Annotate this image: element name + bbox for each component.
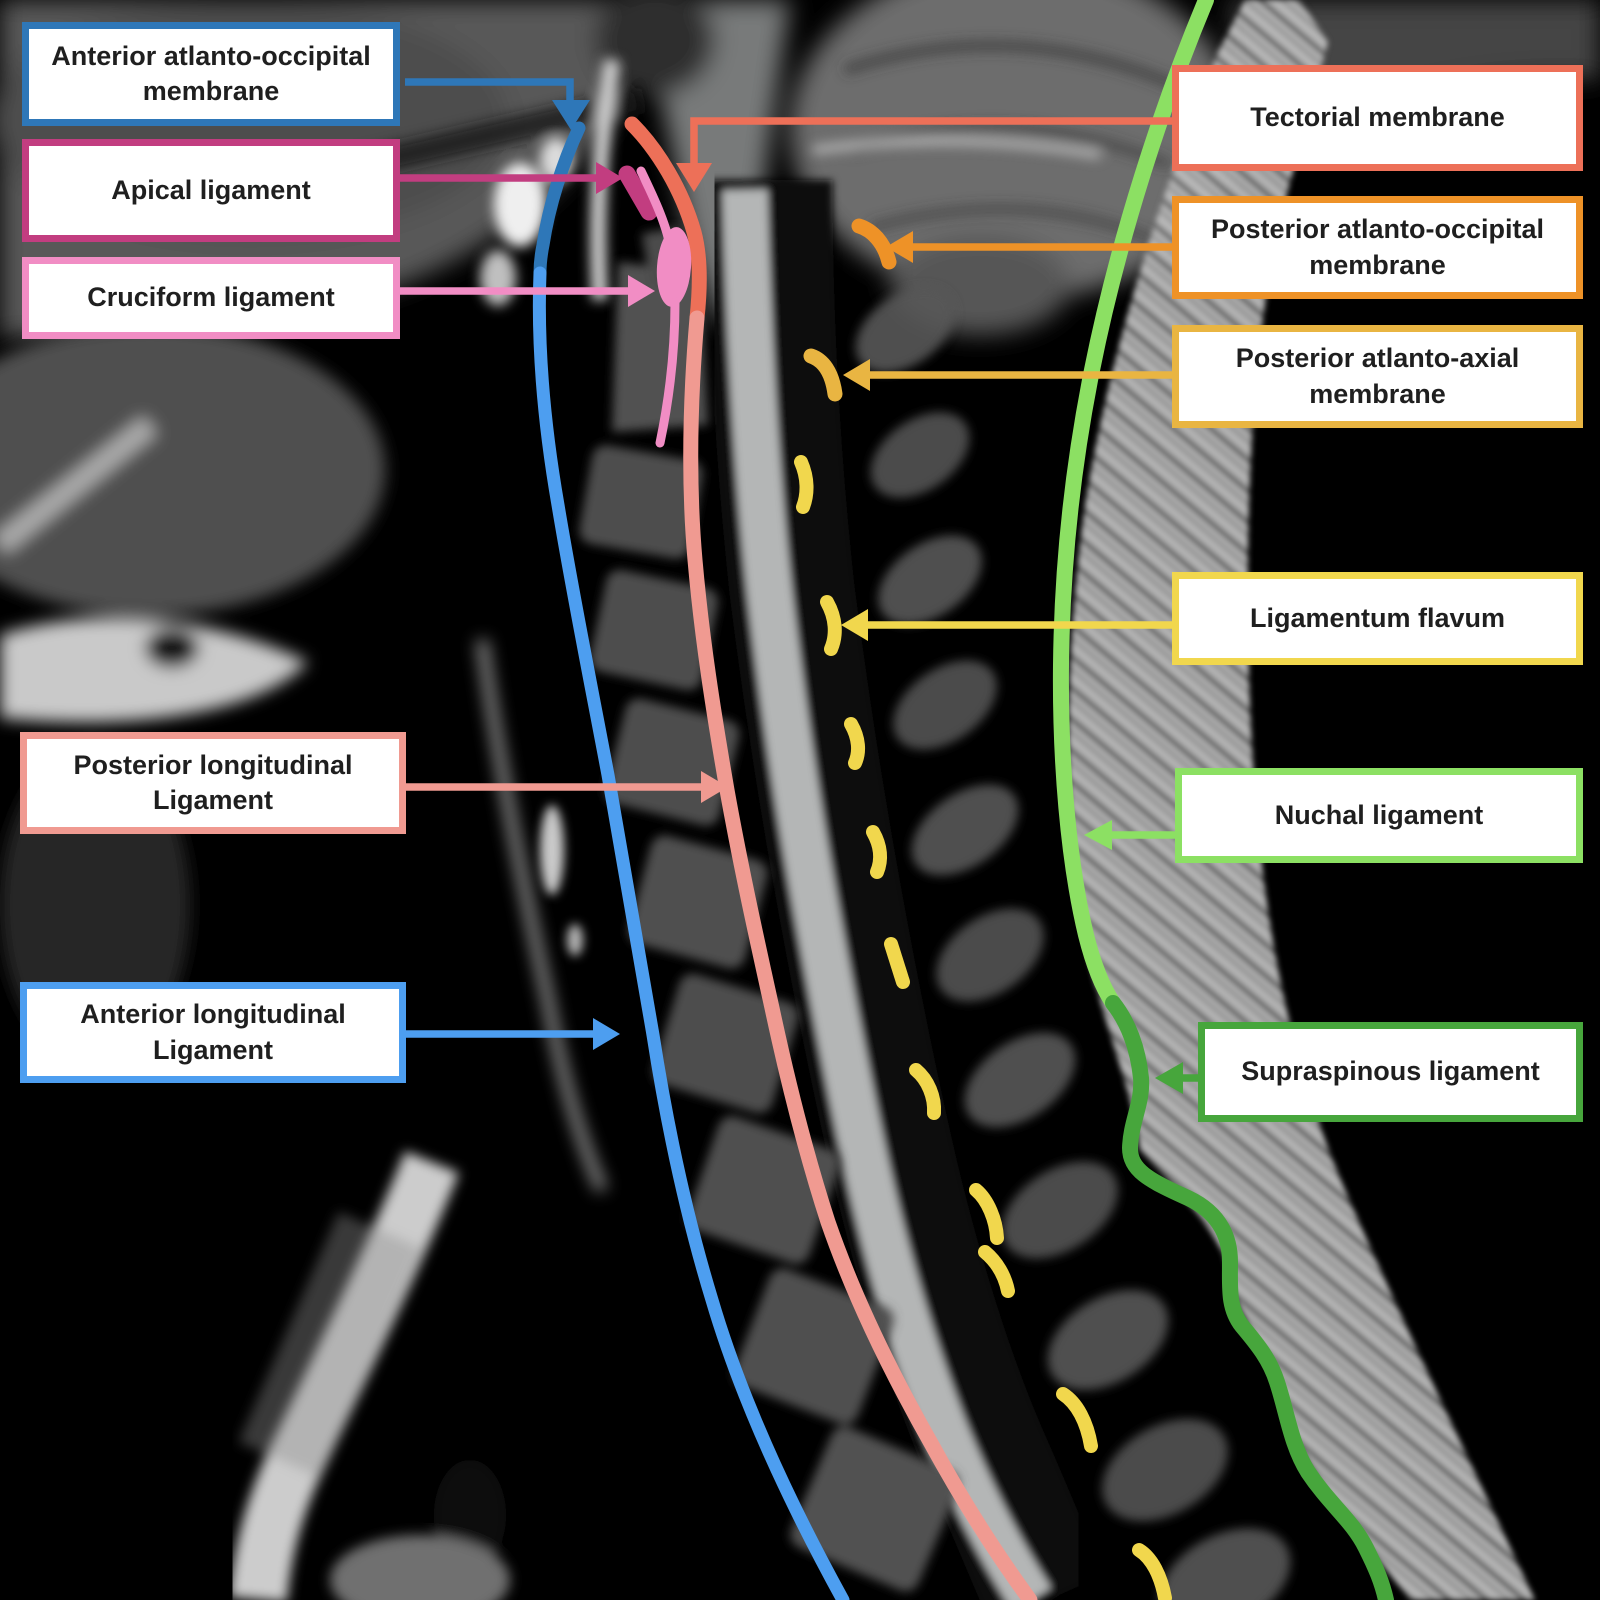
arrow-anterior-atlanto-occipital-membrane	[405, 78, 590, 130]
curve-anterior-longitudinal-ligament	[532, 266, 850, 1600]
curve-anterior-atlanto-occipital-membrane	[533, 121, 586, 280]
curve-apical-ligament	[618, 165, 658, 221]
label-text: Nuchal ligament	[1274, 799, 1484, 830]
curve-posterior-longitudinal-ligament	[683, 310, 1038, 1600]
arrow-apical-ligament	[400, 162, 623, 194]
curve-tectorial-membrane	[624, 116, 707, 326]
arrow-posterior-atlanto-occipital-membrane	[886, 231, 1172, 263]
curve-supraspinous-ligament	[1105, 995, 1394, 1600]
label-text: Supraspinous ligament	[1241, 1056, 1540, 1087]
arrow-cruciform-ligament	[400, 275, 655, 307]
arrow-supraspinous-ligament	[1155, 1062, 1200, 1094]
label-text: Cruciform ligament	[87, 282, 335, 313]
curve-cruciform-ligament	[636, 166, 692, 448]
label-text: Ligamentum flavum	[1249, 602, 1506, 633]
ligament-curves	[532, 0, 1394, 1600]
label-text: Anterior longitudinal Ligament	[80, 999, 346, 1065]
label-anterior-atlanto-occipital-membrane: Anterior atlanto-occipital membrane	[22, 22, 400, 126]
curve-posterior-atlanto-occipital-membrane	[851, 218, 897, 270]
label-cruciform-ligament: Cruciform ligament	[22, 257, 400, 339]
label-apical-ligament: Apical ligament	[22, 139, 400, 242]
arrow-ligamentum-flavum	[841, 609, 1172, 641]
label-text: Posterior atlanto-axial membrane	[1235, 343, 1520, 409]
label-ligamentum-flavum: Ligamentum flavum	[1172, 572, 1583, 665]
label-tectorial-membrane: Tectorial membrane	[1172, 65, 1583, 171]
arrow-nuchal-ligament	[1084, 820, 1180, 850]
label-text: Anterior atlanto-occipital membrane	[51, 40, 371, 106]
label-supraspinous-ligament: Supraspinous ligament	[1198, 1022, 1583, 1122]
label-text: Apical ligament	[111, 174, 311, 205]
curve-ligamentum-flavum-dashes	[794, 455, 1172, 1600]
arrow-posterior-atlanto-axial-membrane	[843, 359, 1172, 391]
label-posterior-atlanto-axial-membrane: Posterior atlanto-axial membrane	[1172, 325, 1583, 428]
arrow-posterior-longitudinal-ligament	[406, 771, 728, 803]
label-text: Posterior atlanto-occipital membrane	[1210, 214, 1545, 280]
label-anterior-longitudinal-ligament: Anterior longitudinal Ligament	[20, 982, 406, 1083]
label-text: Posterior longitudinal Ligament	[73, 749, 353, 815]
curve-nuchal-ligament	[1052, 0, 1214, 1011]
curve-posterior-atlanto-axial-membrane	[803, 348, 843, 402]
label-nuchal-ligament: Nuchal ligament	[1175, 768, 1583, 863]
label-posterior-longitudinal-ligament: Posterior longitudinal Ligament	[20, 732, 406, 834]
leader-arrows	[400, 78, 1200, 1094]
label-text: Tectorial membrane	[1250, 102, 1505, 133]
arrow-tectorial-membrane	[676, 117, 1172, 192]
label-posterior-atlanto-occipital-membrane: Posterior atlanto-occipital membrane	[1172, 196, 1583, 299]
arrow-anterior-longitudinal-ligament	[406, 1018, 620, 1050]
